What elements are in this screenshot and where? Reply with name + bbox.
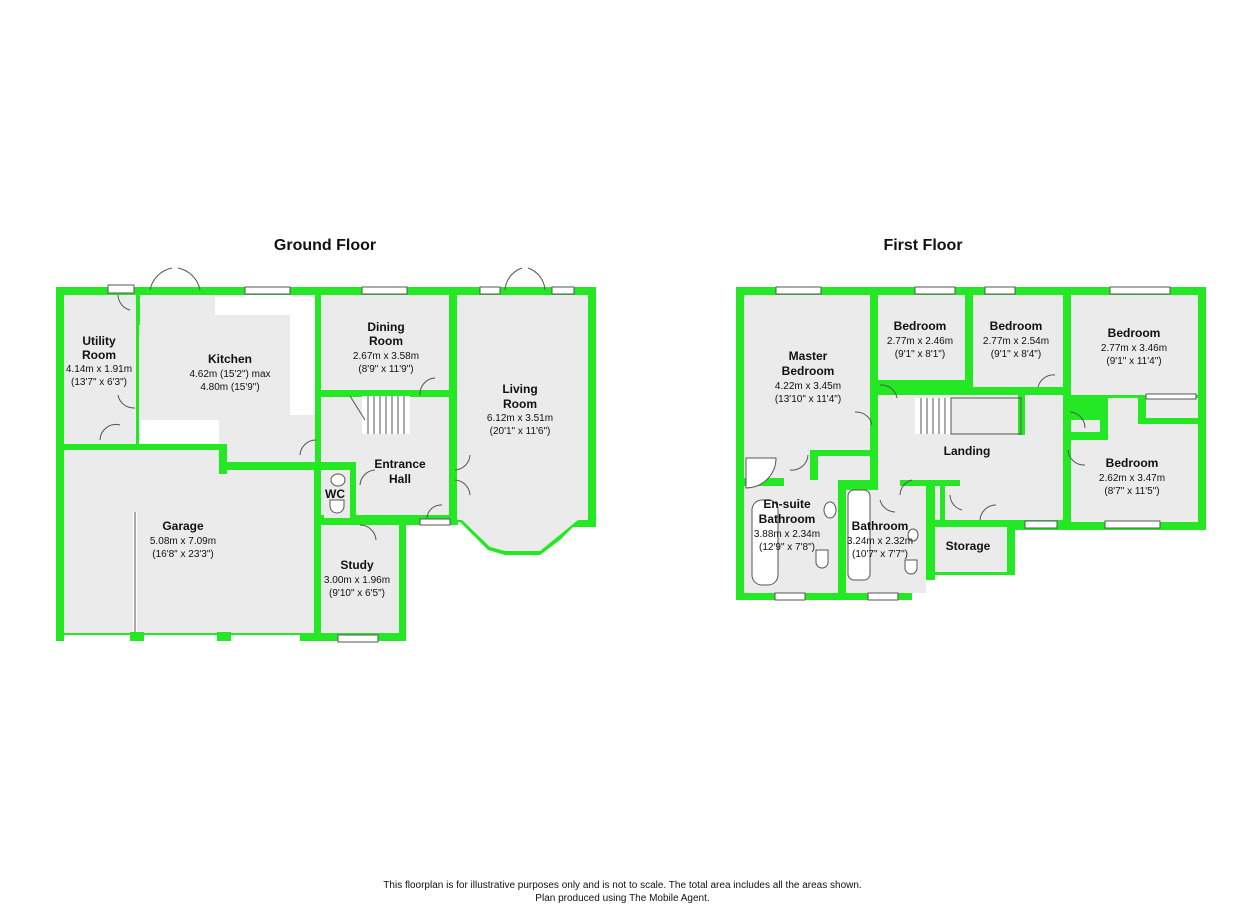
- room-dimensions: (12'9" x 7'8"): [759, 542, 815, 553]
- window: [984, 286, 1016, 295]
- basin-icon: [823, 501, 837, 519]
- room-name: Utility: [82, 334, 116, 348]
- basin-icon: [330, 473, 346, 487]
- room-name: Bedroom: [894, 319, 947, 333]
- room-name: WC: [325, 487, 345, 501]
- ground-floor-title: Ground Floor: [274, 237, 376, 254]
- window: [775, 286, 822, 295]
- window: [1109, 286, 1171, 295]
- room-dimensions: (16'8" x 23'3"): [152, 549, 214, 560]
- room-name: Master: [789, 349, 828, 363]
- bedroom-floor: [973, 295, 1063, 387]
- room-dimensions: 2.67m x 3.58m: [353, 351, 419, 362]
- dining-room-floor: [321, 295, 449, 390]
- garage-floor: [64, 450, 224, 633]
- living-room-floor: [457, 295, 588, 520]
- room-dimensions: 2.77m x 3.46m: [1101, 343, 1167, 354]
- room-dimensions: 2.62m x 3.47m: [1099, 473, 1165, 484]
- footer-credit: Plan produced using The Mobile Agent.: [535, 893, 710, 904]
- room-dimensions: 4.22m x 3.45m: [775, 381, 841, 392]
- window: [551, 286, 575, 295]
- room-name: Landing: [944, 444, 991, 458]
- study-floor: [321, 525, 399, 633]
- utility-room-floor: [64, 295, 136, 445]
- room-name: Bedroom: [1106, 456, 1159, 470]
- room-name: Room: [503, 397, 537, 411]
- window: [361, 286, 408, 295]
- staircase: [349, 395, 410, 434]
- room-dimensions: 3.88m x 2.34m: [754, 529, 820, 540]
- room-name: Kitchen: [208, 352, 252, 366]
- room-dimensions: 6.12m x 3.51m: [487, 413, 553, 424]
- room-name: Study: [340, 558, 374, 572]
- storage-floor: [935, 527, 1007, 572]
- bedroom-floor: [1071, 295, 1198, 395]
- room-dimensions: 4.62m (15'2") max: [189, 369, 270, 380]
- room-dimensions: (13'10" x 11'4"): [775, 394, 841, 405]
- room-dimensions: (13'7" x 6'3"): [71, 377, 127, 388]
- room-name: En-suite: [763, 497, 811, 511]
- bath-icon: [751, 499, 779, 586]
- room-name: Bedroom: [990, 319, 1043, 333]
- window: [774, 592, 806, 601]
- room-dimensions: 5.08m x 7.09m: [150, 536, 216, 547]
- window: [1104, 520, 1161, 529]
- room-dimensions: (9'1" x 8'1"): [895, 349, 945, 360]
- room-name: Entrance: [374, 457, 426, 471]
- room-dimensions: 2.77m x 2.54m: [983, 336, 1049, 347]
- basin-icon: [907, 528, 919, 542]
- first-floor-plan: [736, 286, 1206, 601]
- window: [244, 286, 291, 295]
- first-floor-title: First Floor: [883, 237, 962, 254]
- footer-disclaimer: This floorplan is for illustrative purpo…: [383, 880, 862, 891]
- room-name: Bedroom: [1108, 326, 1161, 340]
- toilet-icon: [904, 559, 918, 575]
- room-dimensions: (9'1" x 11'4"): [1106, 356, 1161, 367]
- room-dimensions: 4.14m x 1.91m: [66, 364, 132, 375]
- room-dimensions: (9'1" x 8'4"): [991, 349, 1041, 360]
- room-dimensions: (9'10" x 6'5"): [329, 588, 385, 599]
- room-name: Room: [369, 334, 403, 348]
- room-name: Bedroom: [782, 364, 835, 378]
- room-name: Hall: [389, 472, 411, 486]
- corner-bath-icon: [745, 457, 777, 489]
- room-name: Bathroom: [759, 512, 816, 526]
- bedroom-floor: [878, 295, 965, 380]
- room-dimensions: 2.77m x 2.46m: [887, 336, 953, 347]
- bath-icon: [847, 489, 871, 581]
- ground-floor-plan: [56, 267, 596, 643]
- toilet-icon: [815, 549, 829, 569]
- room-name: Room: [82, 348, 116, 362]
- room-dimensions: 4.80m (15'9"): [200, 382, 259, 393]
- room-name: Bathroom: [852, 519, 909, 533]
- room-name: Storage: [946, 539, 991, 553]
- window: [1145, 393, 1197, 400]
- room-name: Living: [502, 382, 537, 396]
- window: [419, 518, 451, 526]
- window: [867, 592, 899, 601]
- window: [914, 286, 956, 295]
- room-name: Dining: [367, 320, 404, 334]
- staircase: [915, 397, 1022, 435]
- toilet-icon: [329, 499, 345, 514]
- room-dimensions: 3.00m x 1.96m: [324, 575, 390, 586]
- room-dimensions: (8'9" x 11'9"): [358, 364, 413, 375]
- window: [107, 284, 135, 294]
- room-dimensions: 3.24m x 2.32m: [847, 536, 913, 547]
- room-dimensions: (20'1" x 11'6"): [490, 426, 551, 437]
- master-bedroom-floor: [744, 295, 870, 455]
- window: [479, 286, 501, 295]
- room-name: Garage: [162, 519, 204, 533]
- room-dimensions: (8'7" x 11'5"): [1104, 486, 1159, 497]
- room-dimensions: (10'7" x 7'7"): [852, 549, 908, 560]
- window: [1024, 520, 1058, 529]
- window: [337, 634, 379, 643]
